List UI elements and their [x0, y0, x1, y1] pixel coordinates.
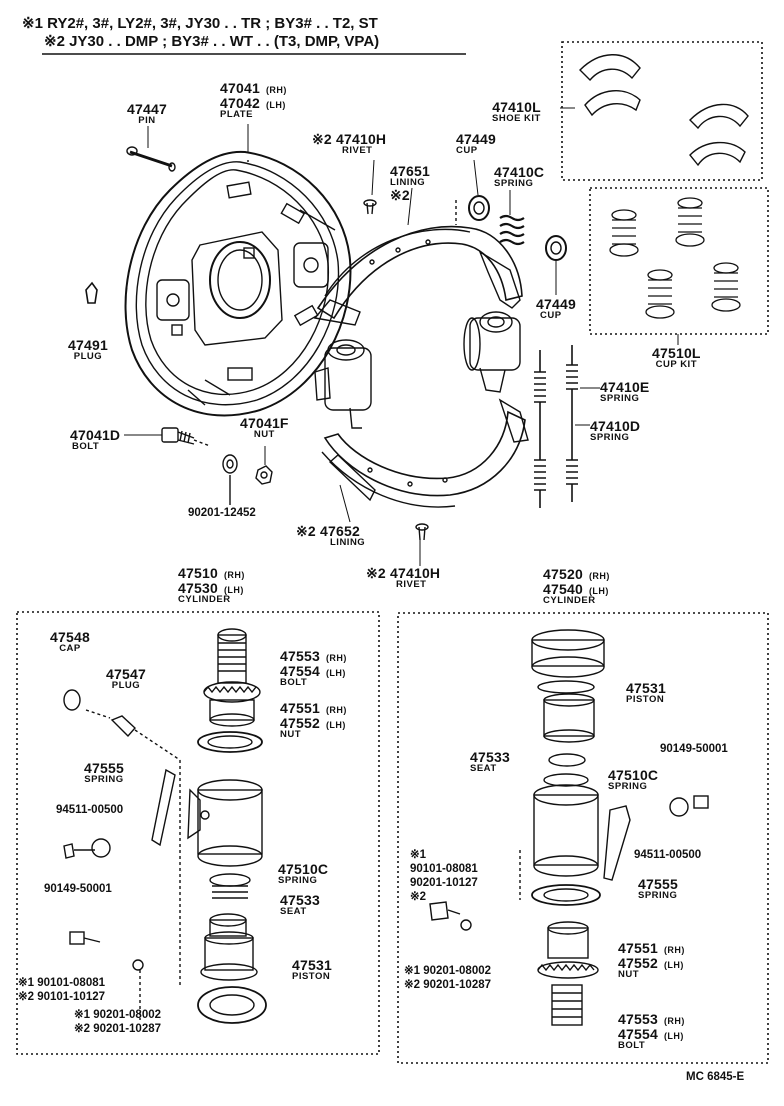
callout-R-90201-10127: 90201-10127: [410, 877, 478, 889]
callout-90201-12452: 90201-12452: [188, 507, 256, 519]
cylinder-box-left: [16, 611, 380, 1055]
callout-L-47531: 47531 PISTON: [292, 957, 332, 982]
label-plate: PLATE: [220, 109, 253, 120]
callout-47410L: 47410L SHOE KIT: [492, 99, 541, 124]
callout-47491: 47491 PLUG: [68, 337, 108, 362]
callout-R-47555: 47555 SPRING: [638, 876, 678, 901]
callout-R-47533: 47533 SEAT: [470, 749, 510, 774]
callout-R-mark1: ※1: [410, 849, 427, 861]
callout-47449-bottom: 47449 CUP: [536, 296, 576, 321]
callout-L-47547: 47547 PLUG: [106, 666, 146, 691]
washer-art: [222, 454, 238, 474]
pin-47447: [126, 146, 176, 172]
callout-47652: ※2 47652 LINING: [296, 523, 366, 548]
callout-47447: 47447 PIN: [127, 101, 167, 126]
shoe-kit-box: [561, 41, 763, 181]
callout-47410H-bottom: ※2 47410H RIVET: [366, 565, 441, 590]
callout-L-90201-a: ※1 90201-08002: [74, 1009, 162, 1021]
callout-47449-top: 47449 CUP: [456, 131, 496, 156]
callout-cylinder-right: 47520(RH) 47540(LH) CYLINDER: [543, 566, 610, 606]
nut-47041F-art: [255, 465, 273, 485]
callout-L-47555: 47555 SPRING: [84, 760, 124, 785]
cup-kit-box: [589, 187, 769, 335]
callout-L-90101-a: ※1 90101-08081: [18, 977, 106, 989]
callout-L-90201-b: ※2 90201-10287: [74, 1023, 162, 1035]
callout-L-94511: 94511-00500: [56, 804, 124, 816]
callout-47041F: 47041F NUT: [240, 415, 289, 440]
callout-L-47551: 47551(RH) 47552(LH) NUT: [280, 700, 347, 740]
callout-47410H-top: ※2 47410H RIVET: [312, 131, 387, 156]
shoe-kit-art: [579, 54, 749, 167]
callout-L-47553: 47553(RH) 47554(LH) BOLT: [280, 648, 347, 688]
callout-47041D: 47041D BOLT: [70, 427, 121, 452]
return-springs-art: [534, 345, 578, 508]
rivet-bottom-art: [415, 523, 429, 541]
callout-47410C: 47410C SPRING: [494, 164, 545, 189]
callout-R-90101: 90101-08081: [410, 863, 478, 875]
lower-brake-shoe: [321, 398, 529, 508]
callout-47041: 47041(RH) 47042(LH) PLATE: [220, 80, 287, 120]
header-line-2: ※2 JY30 . . DMP ; BY3# . . WT . . (T3, D…: [44, 33, 380, 50]
plug-47491-art: [85, 281, 98, 304]
callout-R-90201-08002: ※1 90201-08002: [404, 965, 492, 977]
cup-kit-art: [609, 197, 741, 319]
callout-R-90201-10287: ※2 90201-10287: [404, 979, 492, 991]
callout-R-94511: 94511-00500: [634, 849, 702, 861]
callout-cylinder-left: 47510(RH) 47530(LH) CYLINDER: [178, 565, 245, 605]
cylinder-box-right: [397, 612, 769, 1064]
callout-R-47553: 47553(RH) 47554(LH) BOLT: [618, 1011, 685, 1051]
callout-47410D: 47410D SPRING: [590, 418, 641, 443]
right-cylinder-exploded: [429, 629, 709, 1026]
callout-L-47510C: 47510C SPRING: [278, 861, 329, 886]
bolt-47041D-art: [161, 427, 211, 447]
callout-R-47551: 47551(RH) 47552(LH) NUT: [618, 940, 685, 980]
diagram-code: MC 6845-E: [686, 1071, 745, 1083]
callout-R-90149: 90149-50001: [660, 743, 728, 755]
callout-R-47531: 47531 PISTON: [626, 680, 666, 705]
header-line-1: ※1 RY2#, 3#, LY2#, 3#, JY30 . . TR ; BY3…: [22, 15, 378, 32]
lower-wheel-cylinder-art: [314, 339, 372, 429]
callout-47410E: 47410E SPRING: [600, 379, 650, 404]
callout-L-90101-b: ※2 90101-10127: [18, 991, 106, 1003]
callout-L-90149: 90149-50001: [44, 883, 112, 895]
callout-R-mark2: ※2: [410, 891, 427, 903]
upper-wheel-cylinder-art: [463, 311, 521, 393]
backing-plate-47041: [124, 150, 352, 417]
callout-47651: 47651 LINING ※2: [390, 163, 430, 203]
callout-47510L: 47510L CUP KIT: [652, 345, 701, 370]
leader-lines: [124, 107, 679, 566]
upper-brake-shoe: [313, 225, 523, 326]
callout-L-47548: 47548 CAP: [50, 629, 90, 654]
callout-L-47533: 47533 SEAT: [280, 892, 320, 917]
rivet-top-art: [363, 199, 377, 215]
callout-R-47510C: 47510C SPRING: [608, 767, 659, 792]
left-cylinder-exploded: [63, 628, 267, 1024]
